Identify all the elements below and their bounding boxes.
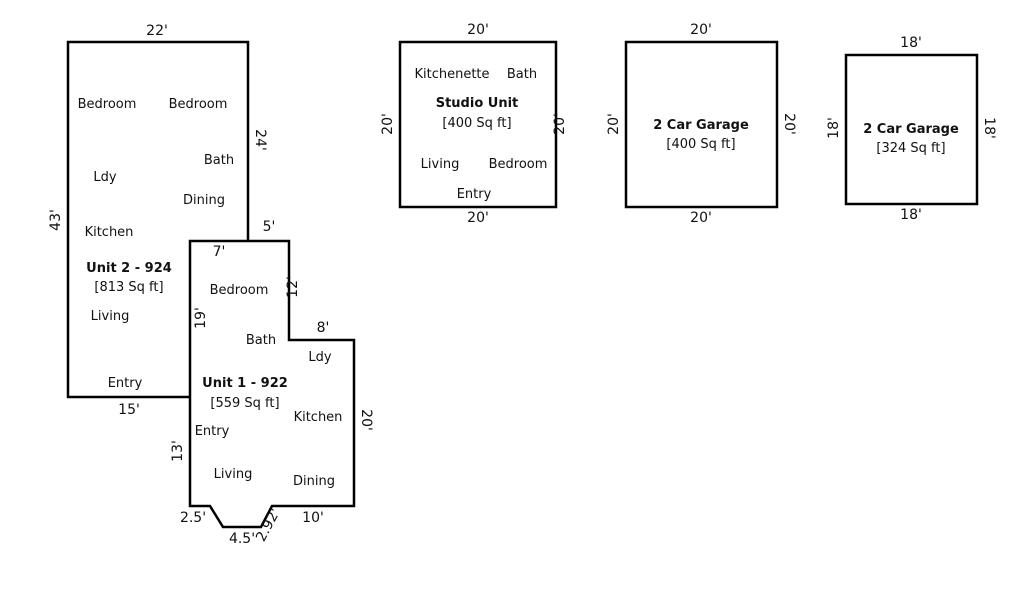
studio-room-bath: Bath (507, 67, 537, 82)
unit-1-dim-bottom-left: 2.5' (180, 510, 206, 526)
unit-2-dim-step: 5' (263, 219, 276, 235)
unit-1-area: [559 Sq ft] (210, 396, 279, 411)
unit-2-room-bedroom-right: Bedroom (169, 97, 228, 112)
unit-2-title: Unit 2 - 924 (86, 261, 172, 276)
garage-a: 20' 20' 20' 20' 2 Car Garage [400 Sq ft] (606, 22, 797, 226)
studio-room-bedroom: Bedroom (489, 157, 548, 172)
studio-area: [400 Sq ft] (442, 116, 511, 131)
unit-2-dim-bottom: 15' (118, 402, 140, 418)
garage-b-outline (844, 53, 979, 206)
garage-a-dim-top: 20' (690, 22, 712, 38)
garage-b-dim-left: 18' (826, 117, 842, 139)
studio-dim-top: 20' (467, 22, 489, 38)
unit-1-dim-top: 7' (213, 244, 226, 260)
studio-dim-right: 20' (552, 113, 568, 135)
unit-2-dim-right: 24' (252, 129, 268, 151)
unit-2-room-kitchen: Kitchen (85, 225, 134, 240)
garage-a-dim-right: 20' (781, 113, 797, 135)
unit-1-room-kitchen: Kitchen (294, 410, 343, 425)
unit-1-outline (188, 239, 356, 529)
studio-room-entry: Entry (457, 187, 492, 202)
garage-a-dim-bottom: 20' (690, 210, 712, 226)
unit-1-room-bedroom: Bedroom (210, 283, 269, 298)
garage-b-area: [324 Sq ft] (876, 141, 945, 156)
unit-2-area: [813 Sq ft] (94, 280, 163, 295)
studio-unit: 20' 20' 20' 20' Kitchenette Bath Studio … (380, 22, 568, 226)
unit-1-dim-bottom-mid: 4.5' (229, 531, 255, 547)
garage-b-title: 2 Car Garage (863, 122, 959, 137)
studio-title: Studio Unit (436, 96, 519, 111)
garage-a-outline (624, 40, 779, 209)
garage-a-title: 2 Car Garage (653, 118, 749, 133)
garage-b: 18' 18' 18' 18' 2 Car Garage [324 Sq ft] (826, 35, 997, 223)
garage-b-dim-top: 18' (900, 35, 922, 51)
unit-2-room-ldy: Ldy (93, 170, 116, 185)
unit-1-title: Unit 1 - 922 (202, 376, 288, 391)
unit-2: 22' 24' 43' 15' 5' Bedroom Bedroom Bath … (48, 23, 275, 418)
unit-1-dim-left-upper: 19' (193, 307, 209, 329)
garage-b-dim-right: 18' (981, 117, 997, 139)
unit-1-dim-bottom-right: 10' (302, 510, 324, 526)
studio-room-kitchenette: Kitchenette (414, 67, 489, 82)
studio-outline (398, 40, 558, 209)
studio-dim-bottom: 20' (467, 210, 489, 226)
unit-1-dim-step: 8' (317, 320, 330, 336)
unit-2-room-bath: Bath (204, 153, 234, 168)
unit-2-outline (66, 40, 250, 399)
unit-1: 7' 12' 8' 20' 19' 13' 2.5' 4.5' 2.92' 10… (170, 239, 374, 547)
unit-1-room-entry: Entry (195, 424, 230, 439)
studio-dim-left: 20' (380, 113, 396, 135)
unit-2-room-dining: Dining (183, 193, 225, 208)
unit-2-room-bedroom-left: Bedroom (78, 97, 137, 112)
unit-2-dim-left: 43' (48, 209, 64, 231)
unit-2-dim-top: 22' (146, 23, 168, 39)
garage-a-area: [400 Sq ft] (666, 137, 735, 152)
unit-1-room-living: Living (214, 467, 253, 482)
studio-room-living: Living (421, 157, 460, 172)
unit-2-room-entry: Entry (108, 376, 143, 391)
unit-1-dim-right: 20' (358, 409, 374, 431)
unit-1-dim-upper-right: 12' (285, 276, 301, 298)
unit-1-room-dining: Dining (293, 474, 335, 489)
unit-1-room-bath: Bath (246, 333, 276, 348)
unit-1-dim-left-lower: 13' (170, 440, 186, 462)
unit-2-room-living: Living (91, 309, 130, 324)
garage-a-dim-left: 20' (606, 113, 622, 135)
unit-1-dim-bottom-diag: 2.92' (253, 506, 284, 544)
unit-1-room-ldy: Ldy (308, 350, 331, 365)
garage-b-dim-bottom: 18' (900, 207, 922, 223)
